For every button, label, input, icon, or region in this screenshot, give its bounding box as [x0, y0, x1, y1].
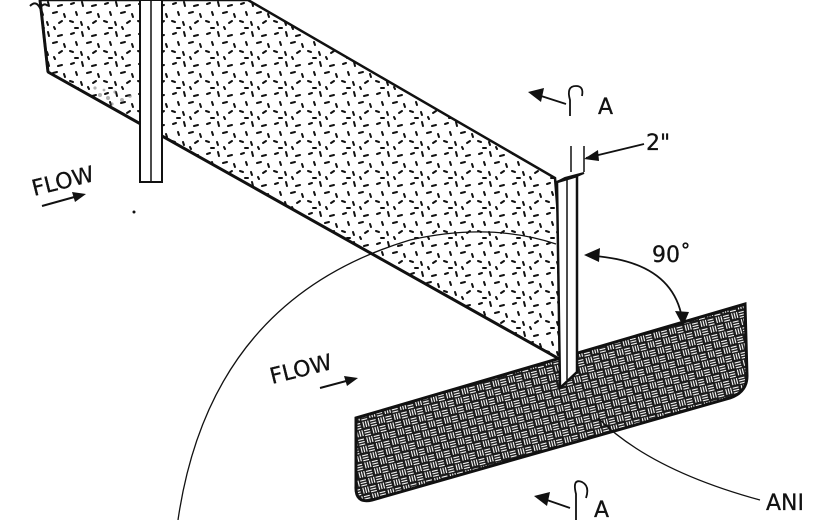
- fence-fabric: [38, 0, 572, 368]
- flow-label-upper: FLOW: [29, 162, 97, 202]
- section-label-top: A: [598, 95, 613, 120]
- section-marker-bottom: [534, 480, 589, 520]
- flow-arrow-lower: [319, 376, 358, 389]
- flow-label-lower: FLOW: [267, 350, 335, 390]
- callout-label: ANI: [766, 491, 804, 516]
- section-marker-top: [528, 85, 584, 116]
- front-post: [555, 172, 585, 391]
- angle-90-marker: [584, 248, 689, 326]
- flow-arrow-upper: [41, 192, 86, 207]
- dimension-label: 2": [646, 131, 670, 156]
- break-line: [29, 2, 49, 10]
- fabric-shading: [93, 86, 132, 106]
- dimension-2-inch: [570, 143, 645, 172]
- angle-label: 90˚: [652, 243, 691, 268]
- rear-post: [139, 0, 163, 183]
- dot-mark: [132, 210, 136, 214]
- detail-circle-arc: [177, 231, 557, 520]
- trench-fabric: [354, 302, 749, 503]
- section-label-bottom: A: [594, 498, 609, 520]
- callout-leader: [597, 417, 761, 501]
